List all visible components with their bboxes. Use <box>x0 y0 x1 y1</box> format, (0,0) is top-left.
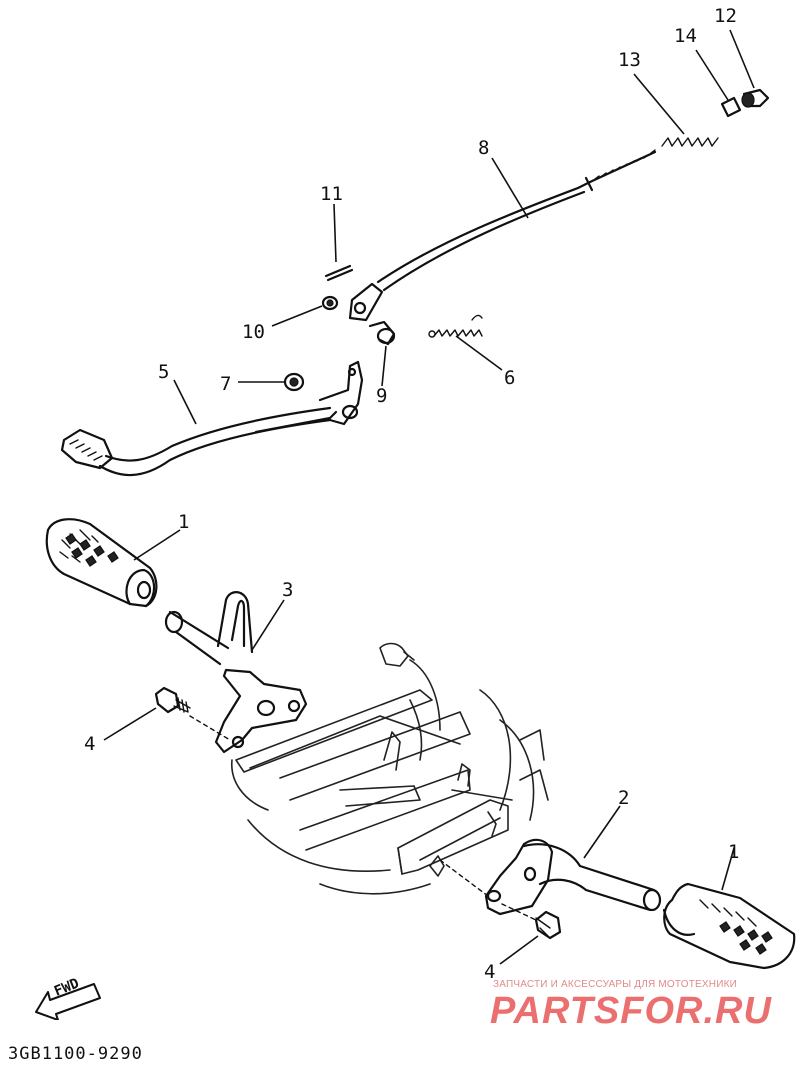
part-5-brake-pedal <box>60 360 364 477</box>
leader-4a <box>103 707 157 741</box>
leader-11 <box>333 203 337 263</box>
watermark-logo: PARTSFOR.RU <box>490 990 772 1032</box>
part-4-bolt-left <box>154 686 231 741</box>
callout-10: 10 <box>242 321 265 343</box>
callout-13: 13 <box>618 49 641 71</box>
callout-1a: 1 <box>178 511 189 533</box>
callout-1b: 1 <box>728 841 739 863</box>
leader-13 <box>633 73 685 135</box>
frame-outline <box>231 642 549 895</box>
callout-11: 11 <box>320 183 343 205</box>
callout-3: 3 <box>282 579 293 601</box>
leader-lines <box>103 29 755 965</box>
part-6-return-spring <box>428 314 483 338</box>
part-1-footrest-left <box>45 518 158 608</box>
callout-labels: 12 14 13 8 11 10 9 6 7 5 1 3 4 2 1 4 <box>84 5 739 983</box>
callout-4a: 4 <box>84 733 95 755</box>
part-7-washer <box>283 372 305 392</box>
rod-clevis <box>348 282 384 322</box>
part-2-footrest-bracket-right <box>439 838 662 916</box>
part-12-cable-end <box>741 88 770 108</box>
fwd-arrow-icon <box>35 983 101 1020</box>
leader-5 <box>173 379 197 425</box>
leader-2 <box>583 805 621 859</box>
leader-1a <box>133 529 181 561</box>
part-9-pin <box>368 320 396 346</box>
part-3-footrest-bracket-left <box>164 591 308 754</box>
leader-4b <box>499 935 539 965</box>
callout-9: 9 <box>376 385 387 407</box>
leader-14 <box>695 49 729 101</box>
part-8-brake-rod <box>376 149 657 292</box>
part-1-footrest-right <box>662 882 796 970</box>
leader-6 <box>455 335 503 371</box>
callout-8: 8 <box>478 137 489 159</box>
callout-5: 5 <box>158 361 169 383</box>
leader-8 <box>491 157 529 219</box>
leader-3 <box>251 599 285 651</box>
part-10-washer <box>321 295 339 311</box>
part-13-spring <box>661 137 719 147</box>
callout-14: 14 <box>674 25 697 47</box>
callout-4b: 4 <box>484 961 495 983</box>
leader-10 <box>271 305 323 327</box>
callout-12: 12 <box>714 5 737 27</box>
leader-9 <box>381 345 387 387</box>
leader-1b <box>721 847 735 891</box>
diagram-code: 3GB1100-9290 <box>8 1044 143 1064</box>
callout-7: 7 <box>220 373 231 395</box>
leader-12 <box>729 29 755 89</box>
part-11-cotter-pin <box>324 264 354 282</box>
watermark-tagline: ЗАПЧАСТИ И АКСЕССУАРЫ ДЛЯ МОТОТЕХНИКИ <box>493 979 738 990</box>
callout-2: 2 <box>618 787 629 809</box>
part-14-adjuster-nut <box>720 96 742 118</box>
part-4-bolt-right <box>501 903 562 940</box>
callout-6: 6 <box>504 367 515 389</box>
